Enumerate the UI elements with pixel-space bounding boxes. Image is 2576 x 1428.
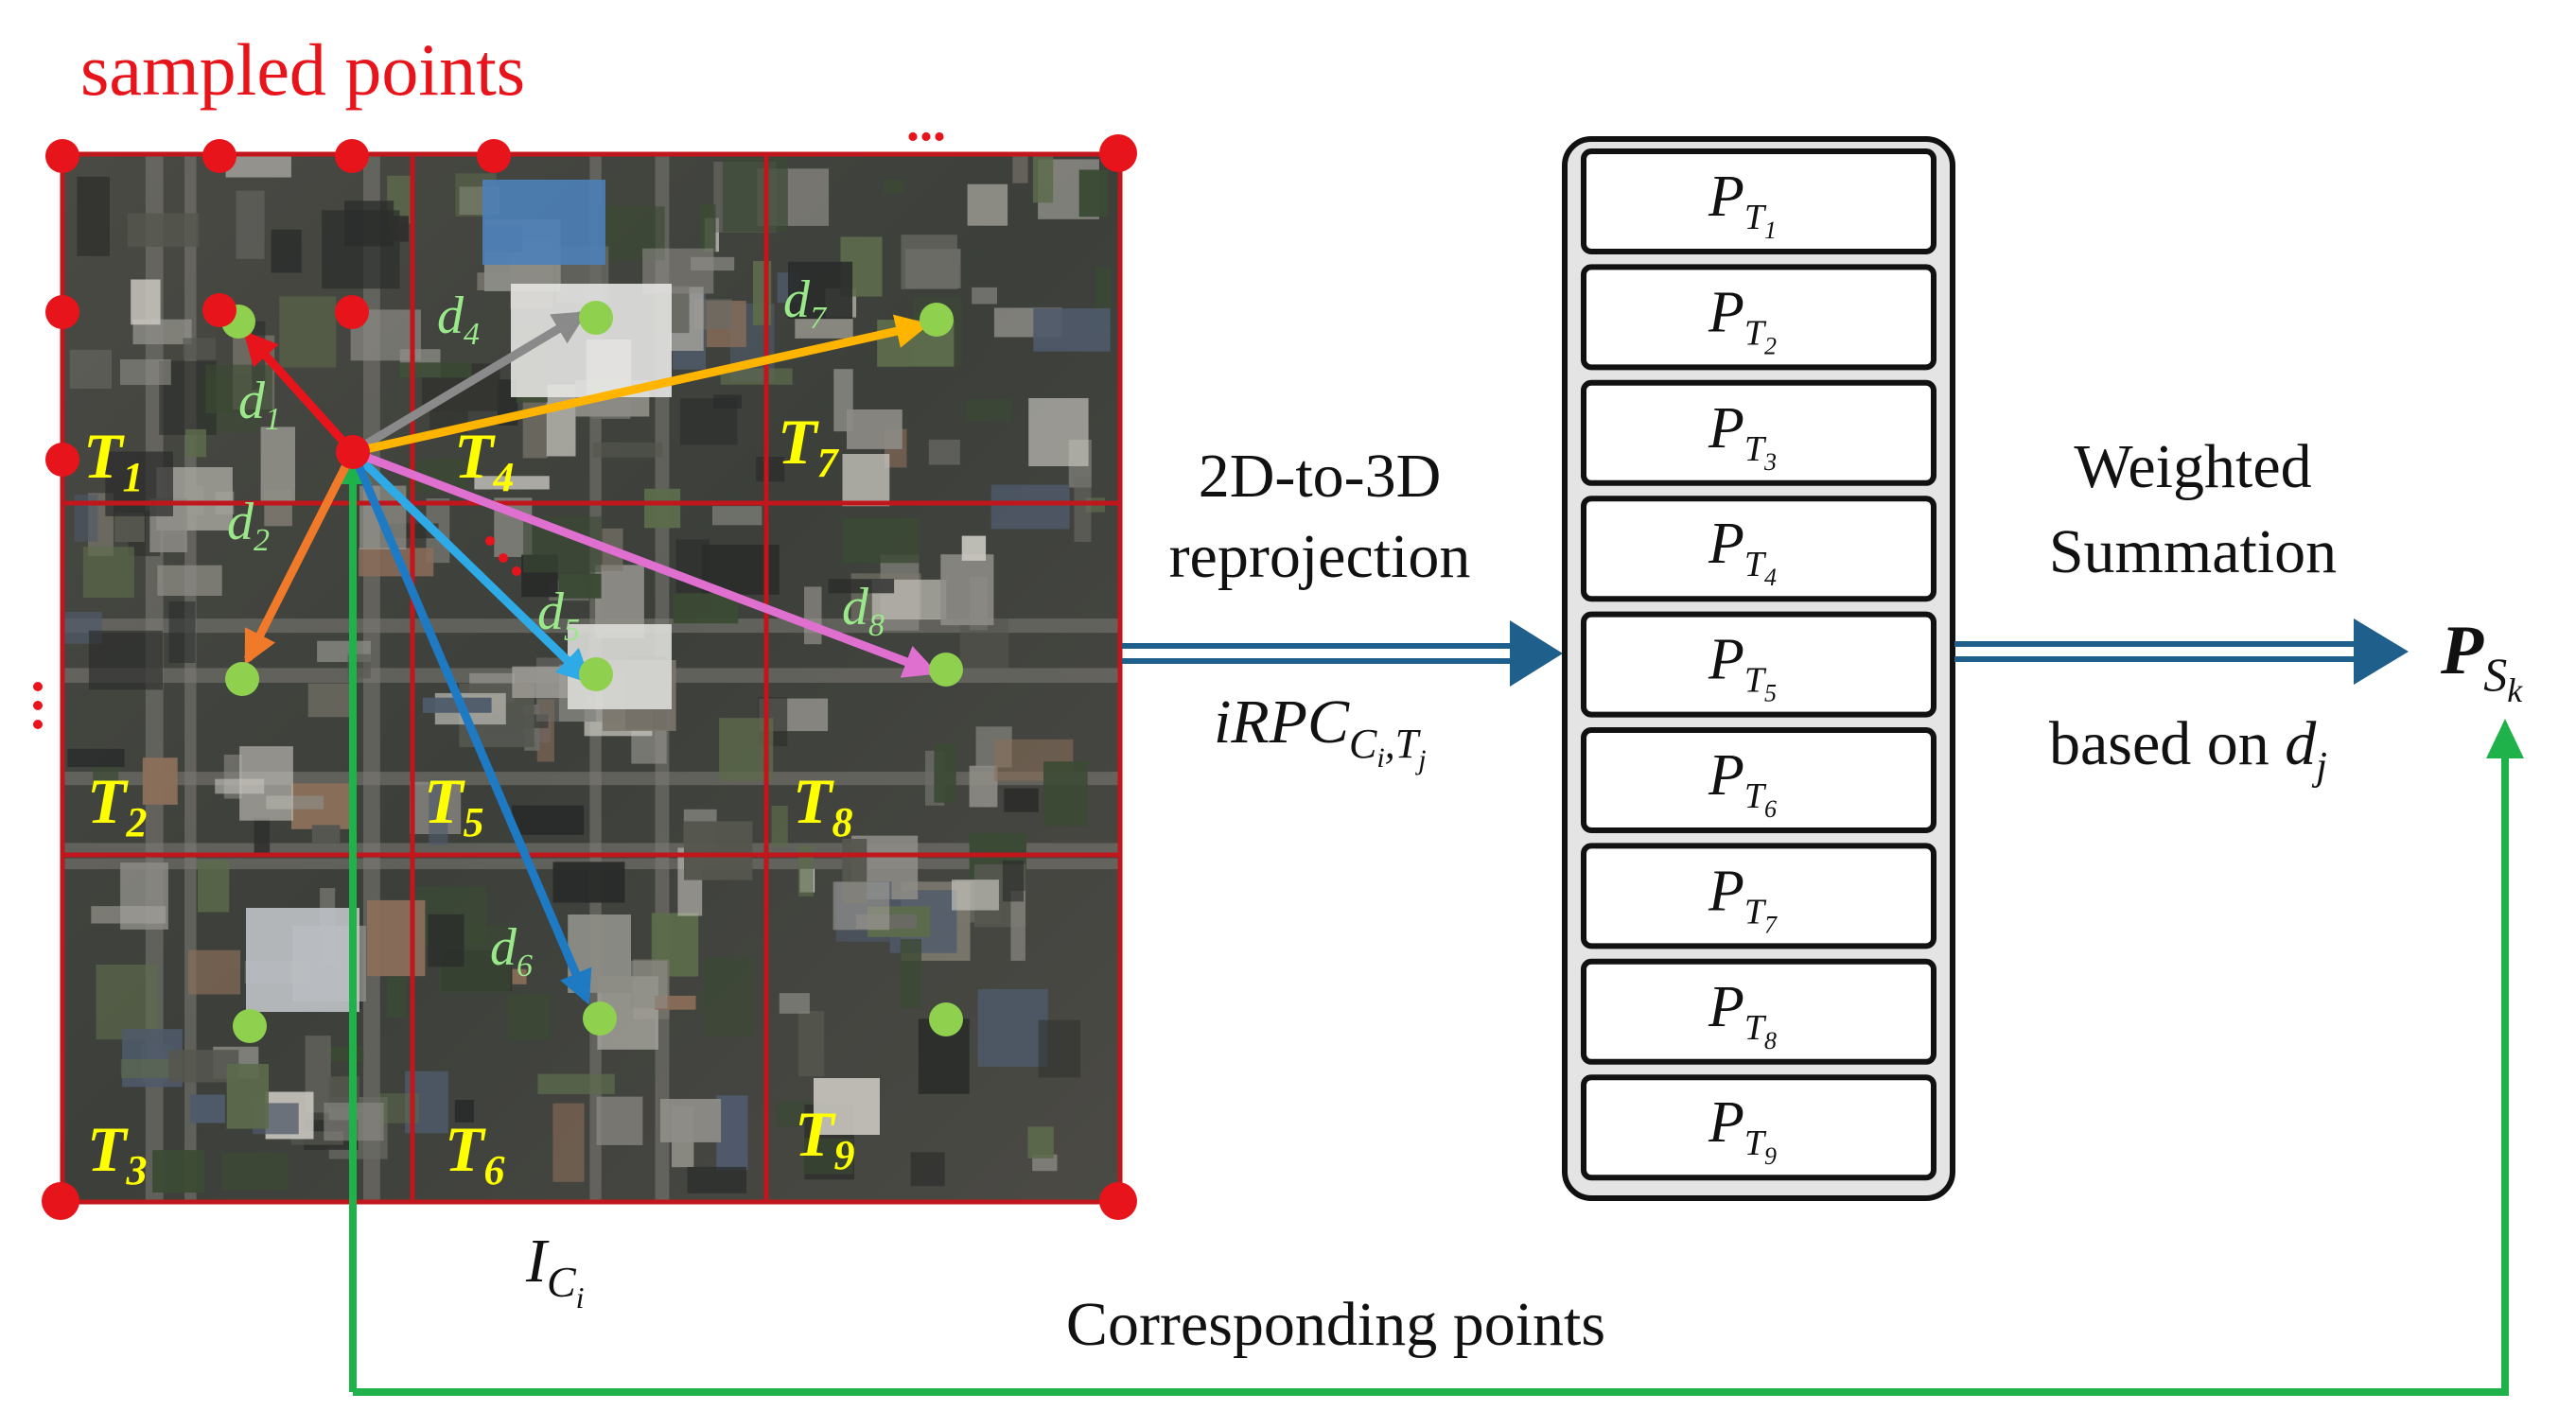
inner-ellipsis: [485, 536, 521, 576]
stack-box-label-9: PT9: [1708, 1090, 1777, 1170]
based-on-label: based on dj: [2049, 709, 2327, 789]
tile-label-t4: T4: [454, 420, 515, 500]
arrow-d1: [243, 330, 357, 456]
output-up-arrowhead: [2486, 719, 2524, 758]
tile-label-t2: T2: [87, 765, 148, 845]
tile-grid: [60, 151, 1123, 1205]
arrow-d6: [348, 450, 592, 1005]
sampled-points: [42, 134, 1137, 1220]
tile-label-t7: T7: [778, 406, 840, 486]
sampled-point: [1099, 134, 1137, 172]
irpc-label: iRPCCi,Tj: [1214, 688, 1427, 775]
image-label: ICi: [525, 1227, 585, 1315]
stack-box-1: [1581, 148, 1936, 254]
stack-box-label-3: PT3: [1708, 396, 1777, 476]
arrow-d8: [351, 447, 938, 678]
center-point-t6: [583, 1001, 617, 1036]
corresponding-points-line: [353, 740, 2509, 1396]
distance-arrows: [243, 311, 938, 1005]
stack-box-label-2: PT2: [1708, 280, 1777, 359]
arrow-d7: [352, 314, 931, 457]
stack-box-label-5: PT5: [1708, 628, 1777, 707]
tile-label-t8: T8: [793, 765, 853, 845]
tile-label-t5: T5: [424, 765, 484, 845]
arrow-d4: [350, 311, 588, 456]
tile-label-t3: T3: [87, 1113, 148, 1193]
sampled-point: [45, 295, 79, 329]
center-point-t8: [929, 653, 963, 687]
stack-box-label-8: PT8: [1708, 975, 1777, 1054]
label-d6: d6: [490, 918, 533, 984]
stack-box-label-1: PT1: [1708, 165, 1777, 244]
reprojection-arrow: [1122, 620, 1563, 687]
center-point-t7: [920, 303, 954, 337]
stack-box-2: [1581, 264, 1936, 371]
stack-box-label-7: PT7: [1708, 859, 1778, 938]
label-d7: d7: [783, 270, 828, 336]
stack-box-9: [1581, 1074, 1936, 1181]
stack-box-label-4: PT4: [1708, 512, 1777, 591]
tile-label-t1: T1: [83, 420, 144, 500]
sampled-point: [202, 139, 237, 173]
source-sampled-point: [336, 435, 370, 469]
arrow-d2: [243, 449, 358, 666]
distance-labels: d1 d2 d4 d5 d6 d7 d8: [227, 270, 885, 984]
sampled-point: [335, 139, 369, 173]
center-point-t5: [579, 657, 613, 691]
sampled-point: [45, 443, 79, 477]
sampled-point: [42, 1182, 79, 1220]
center-point-t9: [929, 1002, 963, 1036]
label-d1: d1: [238, 372, 281, 437]
summation-line2: Summation: [2049, 517, 2337, 586]
center-point-t4: [579, 301, 613, 335]
stack-box-5: [1581, 611, 1936, 718]
summation-line1: Weighted: [2074, 432, 2311, 501]
sampled-points-title: sampled points: [80, 28, 525, 111]
sampled-point: [45, 139, 79, 173]
stack-box-7: [1581, 843, 1936, 949]
sampled-point: [202, 293, 237, 327]
stack-box-8: [1581, 958, 1936, 1065]
label-d4: d4: [437, 287, 480, 352]
reprojection-line2: reprojection: [1169, 522, 1471, 591]
summation-arrow: [1954, 618, 2409, 685]
stack-box-4: [1581, 496, 1936, 602]
sampled-point: [477, 139, 511, 173]
center-point-t2: [225, 662, 259, 696]
top-ellipsis: ...: [906, 94, 946, 152]
center-point-t3: [233, 1009, 267, 1043]
label-d5: d5: [537, 583, 580, 648]
stack-box-label-6: PT6: [1708, 743, 1777, 823]
stack-box-6: [1581, 727, 1936, 833]
stack-box-3: [1581, 379, 1936, 486]
left-ellipsis: [33, 682, 43, 729]
label-d2: d2: [227, 493, 270, 558]
tile-labels: T1 T2 T3 T4 T5 T6 T7 T8 T9: [83, 406, 855, 1193]
arrow-d5: [349, 448, 592, 685]
sampled-point: [335, 295, 369, 329]
output-label: PSk: [2440, 612, 2523, 709]
label-d8: d8: [842, 578, 885, 643]
tile-label-t9: T9: [795, 1098, 855, 1178]
corresponding-points-label: Corresponding points: [1066, 1290, 1605, 1359]
sampled-point: [1099, 1182, 1137, 1220]
reprojection-line1: 2D-to-3D: [1199, 442, 1442, 511]
tile-label-t6: T6: [445, 1113, 505, 1193]
